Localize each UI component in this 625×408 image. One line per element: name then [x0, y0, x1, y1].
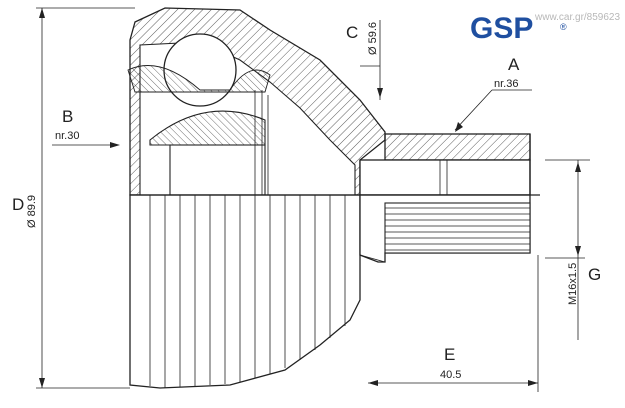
- label-g-dimension: M16x1.5: [567, 263, 579, 305]
- watermark-text: www.car.gr/859623: [534, 12, 620, 23]
- outer-housing-exterior: [129, 194, 361, 389]
- cage-section: [127, 65, 271, 146]
- label-b-letter: B: [62, 107, 73, 126]
- label-a-callout: A nr.36: [454, 55, 532, 132]
- label-a-letter: A: [508, 55, 520, 74]
- logo-text: GSP: [470, 12, 533, 45]
- dimension-e: E 40.5: [368, 255, 539, 392]
- label-d-dimension: Ø 89.9: [26, 195, 38, 228]
- label-e-dimension: 40.5: [440, 369, 461, 381]
- inner-race: [169, 90, 269, 196]
- label-a-count: nr.36: [494, 78, 518, 90]
- label-c-dimension: Ø 59.6: [367, 22, 379, 55]
- dimension-d: D Ø 89.9: [12, 7, 135, 389]
- label-b-callout: B nr.30: [52, 107, 120, 148]
- gsp-logo: GSP ®: [470, 12, 567, 45]
- label-b-count: nr.30: [55, 130, 79, 142]
- dimension-g: G M16x1.5: [545, 159, 601, 340]
- label-e-letter: E: [444, 345, 455, 364]
- stub-shaft-section: [359, 133, 531, 196]
- splined-shaft: [359, 194, 531, 263]
- label-d-letter: D: [12, 195, 24, 214]
- label-g-letter: G: [588, 265, 601, 284]
- registered-mark: ®: [560, 22, 567, 32]
- dimension-c: C Ø 59.6: [346, 20, 383, 100]
- label-c-letter: C: [346, 23, 358, 42]
- ball-bearing: [163, 33, 237, 107]
